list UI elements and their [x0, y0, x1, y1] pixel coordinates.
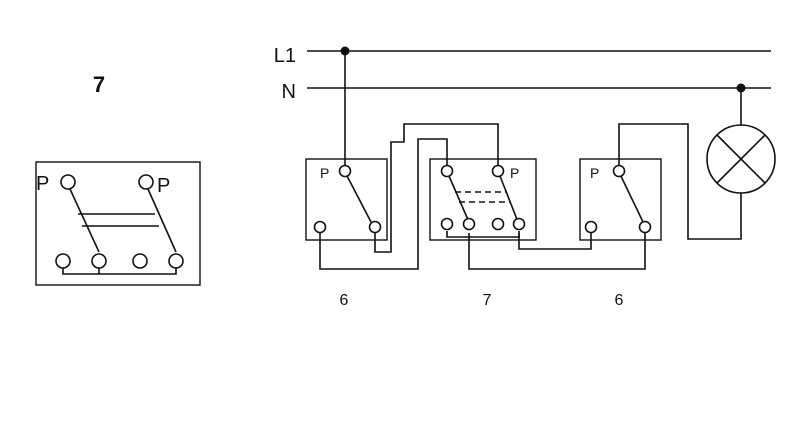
switch-box [305, 158, 388, 241]
wiring [319, 51, 742, 270]
switch-box [579, 158, 662, 241]
legend-terminal-left: P [36, 173, 49, 195]
legend-terminal [91, 253, 107, 269]
legend-terminal [55, 253, 71, 269]
switch-3: P 6 [579, 158, 662, 309]
switch-2: P 7 [429, 158, 537, 309]
legend-terminal-right: P [157, 175, 170, 197]
switch-terminal-label: P [590, 165, 599, 181]
legend-terminal-p-left [60, 174, 76, 190]
legend-terminal [168, 253, 184, 269]
lamp-icon [706, 124, 776, 194]
legend-terminal [132, 253, 148, 269]
line-label-neutral: N [282, 81, 296, 103]
line-label-phase: L1 [274, 45, 296, 67]
legend-terminal-p-right [138, 174, 154, 190]
switch-terminal-label: P [510, 165, 519, 181]
supply-lines: L1 N [274, 45, 771, 103]
switch-box [429, 158, 537, 241]
switch-terminal-label: P [320, 165, 329, 181]
switch-1: P 6 [305, 158, 388, 309]
switch-number: 6 [615, 292, 624, 309]
switch-number: 6 [340, 292, 349, 309]
switch-number: 7 [483, 292, 492, 309]
legend-number: 7 [93, 72, 105, 97]
legend-frame [35, 161, 201, 286]
legend-switch-7: 7 P P [35, 72, 201, 286]
